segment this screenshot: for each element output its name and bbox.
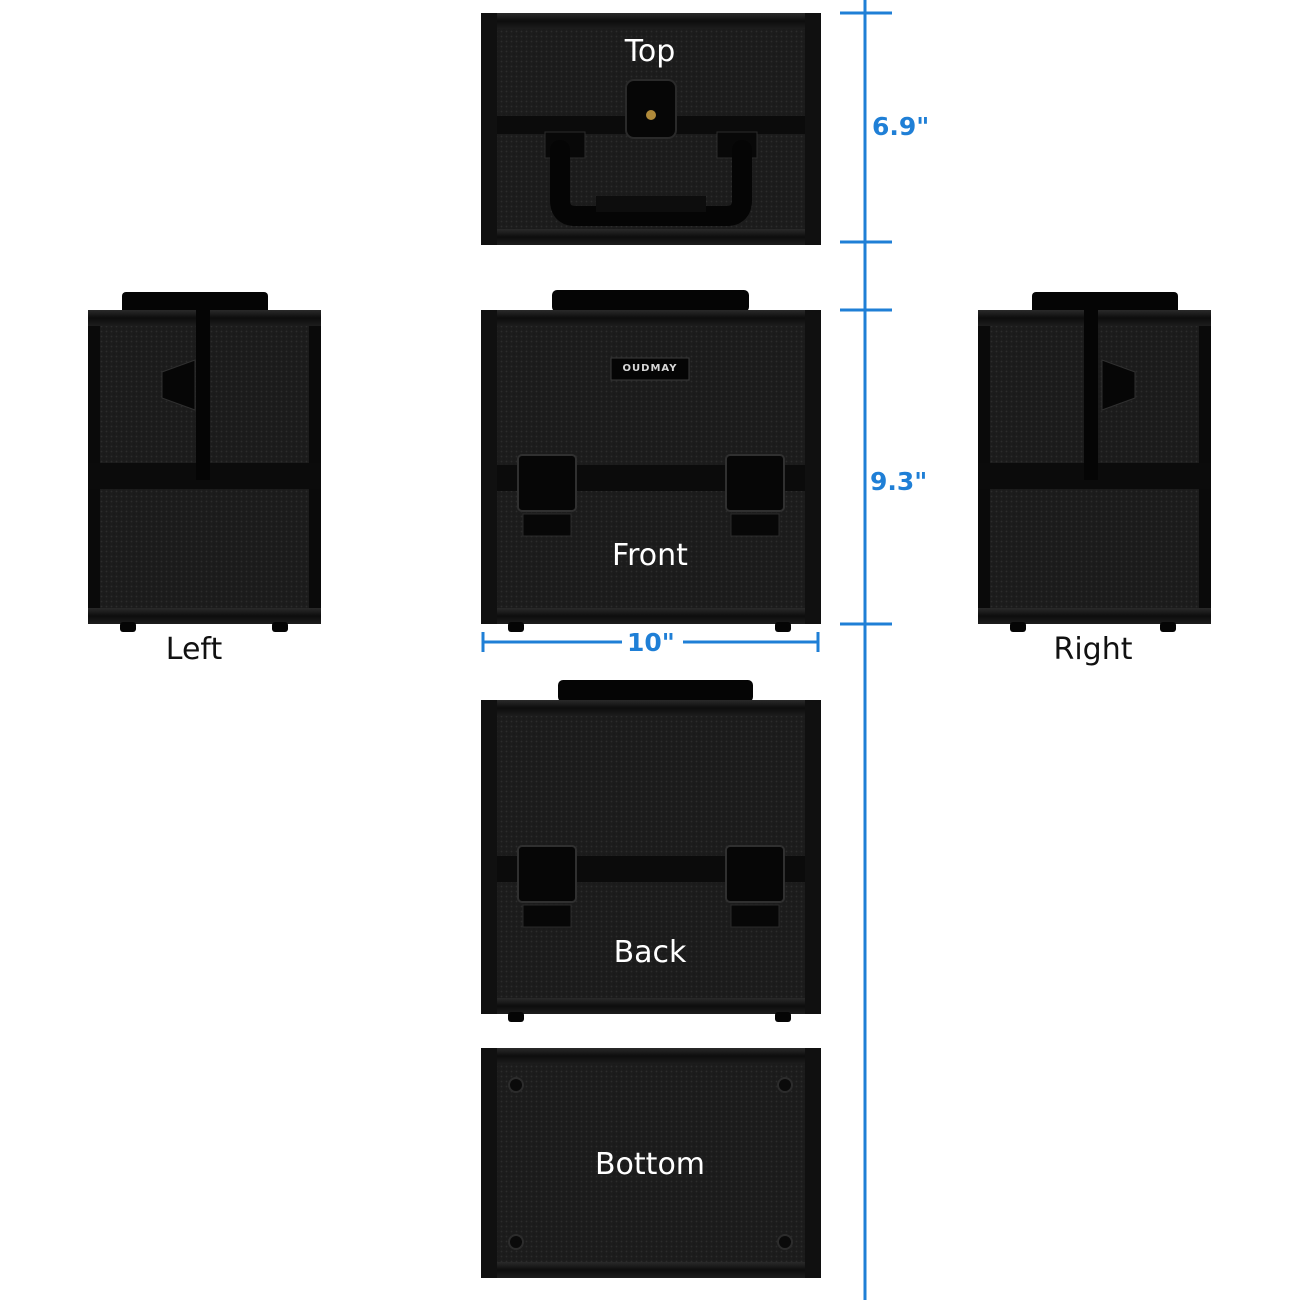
case-right-view <box>978 292 1211 632</box>
dimension-label-depth: 6.9" <box>872 112 930 141</box>
view-label-back: Back <box>613 935 687 970</box>
view-label-front: Front <box>612 538 688 573</box>
case-top-view <box>481 13 821 245</box>
case-left-view <box>88 292 321 632</box>
view-label-left: Left <box>165 632 223 667</box>
dimension-label-width: 10" <box>627 628 675 657</box>
brand-logo: OUDMAY <box>622 363 678 374</box>
dimension-lines <box>481 0 892 1300</box>
view-label-right: Right <box>1053 632 1133 667</box>
case-back-view <box>481 680 821 1022</box>
case-bottom-view <box>481 1048 821 1278</box>
case-front-view <box>481 290 821 632</box>
view-label-top: Top <box>624 34 676 69</box>
dimension-label-height: 9.3" <box>870 467 928 496</box>
view-label-bottom: Bottom <box>594 1147 706 1182</box>
